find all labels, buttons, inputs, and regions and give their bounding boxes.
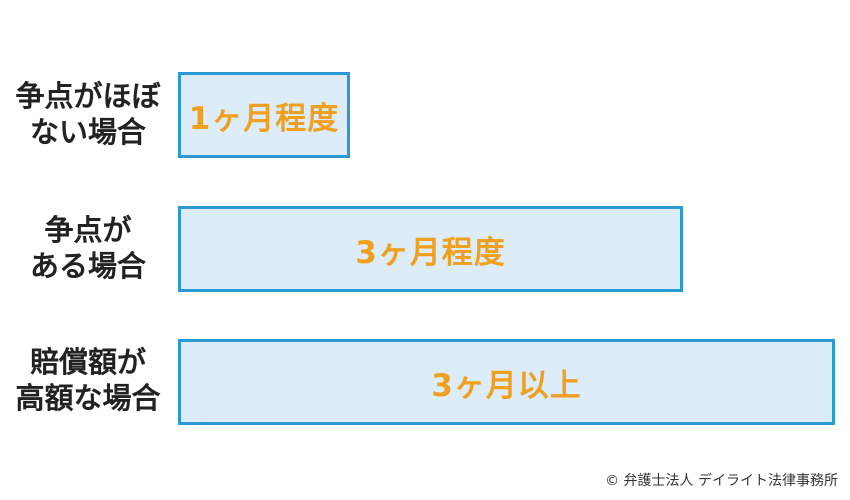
duration-bar-label: 3ヶ月以上: [431, 367, 582, 404]
duration-bar-1-month: 1ヶ月程度: [178, 72, 350, 158]
duration-bar-label: 1ヶ月程度: [188, 100, 340, 137]
copyright-notice: © 弁護士法人 デイライト法律事務所: [605, 473, 838, 489]
row-label-no-dispute: 争点がほぼ ない場合: [15, 79, 161, 149]
duration-bar-3-months: 3ヶ月程度: [178, 206, 683, 292]
row-label-high-damages: 賠償額が 高額な場合: [15, 345, 161, 415]
duration-bar-over-3-months: 3ヶ月以上: [178, 339, 835, 425]
duration-bar-label: 3ヶ月程度: [355, 234, 506, 271]
row-label-has-dispute: 争点が ある場合: [29, 213, 146, 283]
